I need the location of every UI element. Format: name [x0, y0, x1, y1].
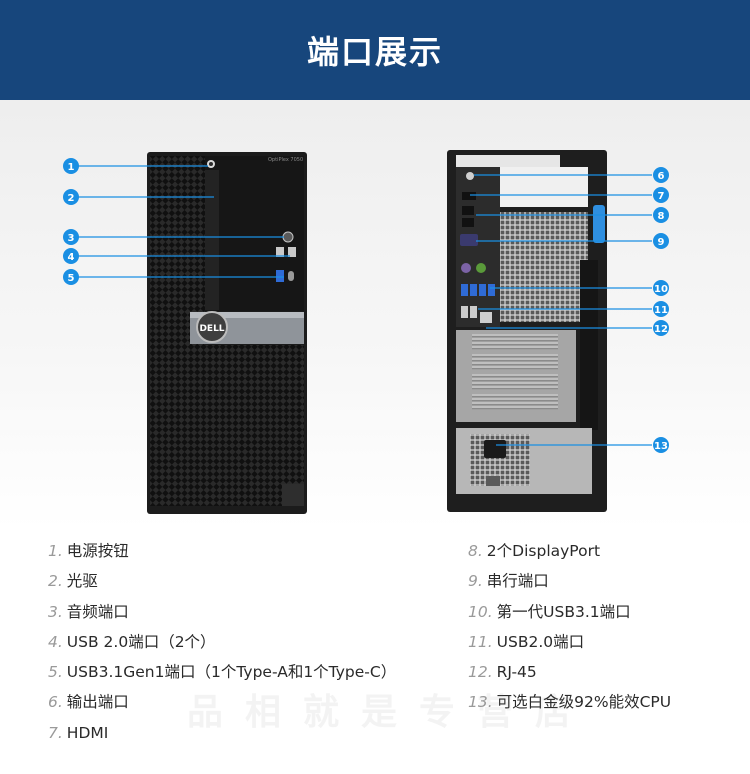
- svg-text:1: 1: [68, 162, 75, 173]
- callout-9: 9: [653, 233, 669, 249]
- callout-6: 6: [653, 167, 669, 183]
- list-item: 6.输出端口: [48, 693, 129, 712]
- optical-drive-bay: [205, 170, 219, 310]
- slot-cover: [472, 374, 558, 390]
- callout-12: 12: [653, 320, 669, 336]
- list-item: 13.可选白金级92%能效CPU: [468, 693, 672, 712]
- slot-cover: [472, 394, 558, 410]
- port-spec-list-right: 8.2个DisplayPort 9.串行端口 10.第一代USB3.1端口 11…: [468, 536, 671, 718]
- rear-tower: [447, 150, 607, 512]
- svg-text:9: 9: [658, 237, 665, 248]
- usb3-typea-port-icon: [276, 270, 284, 282]
- port-spec-list-left: 1.电源按钮 2.光驱 3.音频端口 4.USB 2.0端口（2个） 5.USB…: [48, 536, 396, 748]
- front-tower: DELL OptiPlex 7050: [147, 152, 307, 514]
- dell-logo-icon: [196, 311, 228, 343]
- usb3-port-icon: [470, 284, 477, 296]
- front-mesh-bottom: [150, 345, 304, 506]
- list-item: 3.音频端口: [48, 602, 129, 621]
- release-latch: [593, 205, 605, 243]
- list-item: 9.串行端口: [468, 572, 549, 591]
- usb3-port-icon: [488, 284, 495, 296]
- line-out-jack-icon: [466, 172, 474, 180]
- svg-text:5: 5: [68, 273, 75, 284]
- front-foot: [282, 484, 304, 506]
- usb2-port-icon: [288, 247, 296, 257]
- callouts: 1 2 3 4 5 6 7 8 9 10 11 12 13: [63, 158, 669, 453]
- svg-text:11: 11: [654, 305, 668, 316]
- product-figure-area: [0, 100, 750, 530]
- callout-7: 7: [653, 187, 669, 203]
- port-diagram: DELL OptiPlex 7050: [63, 150, 669, 514]
- usb3-port-icon: [461, 284, 468, 296]
- serial-port-icon: [460, 234, 478, 246]
- callout-4: 4: [63, 248, 79, 264]
- rj45-port-icon: [480, 312, 492, 323]
- callout-2: 2: [63, 189, 79, 205]
- slot-cover: [472, 334, 558, 350]
- list-item: 4.USB 2.0端口（2个）: [48, 632, 216, 651]
- brand-logo-text: DELL: [199, 324, 224, 334]
- svg-text:4: 4: [68, 252, 75, 263]
- svg-text:12: 12: [654, 324, 668, 335]
- callout-8: 8: [653, 207, 669, 223]
- svg-text:8: 8: [658, 211, 665, 222]
- slot-cover: [472, 354, 558, 370]
- usb-typec-port-icon: [288, 271, 294, 281]
- svg-text:10: 10: [654, 284, 668, 295]
- io-panel: [456, 167, 500, 327]
- list-item: 11.USB2.0端口: [468, 632, 585, 651]
- list-item: 2.光驱: [48, 572, 98, 591]
- rear-fan-grill: [500, 212, 588, 322]
- callout-13: 13: [653, 437, 669, 453]
- svg-text:7: 7: [658, 191, 665, 202]
- callout-1: 1: [63, 158, 79, 174]
- list-item: 8.2个DisplayPort: [468, 542, 601, 560]
- list-item: 10.第一代USB3.1端口: [468, 602, 631, 621]
- usb2-port-icon: [470, 306, 477, 318]
- model-label: OptiPlex 7050: [268, 157, 303, 163]
- displayport-icon: [462, 206, 474, 215]
- callout-10: 10: [653, 280, 669, 296]
- list-item: 1.电源按钮: [48, 542, 129, 560]
- page-title: 端口展示: [306, 33, 443, 71]
- callout-5: 5: [63, 269, 79, 285]
- ps2-keyboard-icon: [476, 263, 486, 273]
- audio-jack-icon: [282, 231, 294, 243]
- svg-text:6: 6: [658, 171, 665, 182]
- top-cover-latch: [500, 167, 588, 207]
- svg-text:3: 3: [68, 233, 75, 244]
- page-banner: 端口展示: [0, 0, 750, 100]
- callout-lines: [78, 165, 652, 446]
- callout-11: 11: [653, 301, 669, 317]
- displayport-icon: [462, 218, 474, 227]
- usb2-port-icon: [276, 247, 284, 257]
- usb2-port-icon: [461, 306, 468, 318]
- usb3-port-icon: [479, 284, 486, 296]
- list-item: 12.RJ-45: [468, 663, 537, 682]
- list-item: 5.USB3.1Gen1端口（1个Type-A和1个Type-C）: [48, 663, 397, 682]
- ps2-mouse-icon: [461, 263, 471, 273]
- list-item: 7.HDMI: [48, 723, 109, 742]
- hdmi-port-icon: [462, 192, 476, 200]
- svg-text:2: 2: [68, 193, 75, 204]
- callout-3: 3: [63, 229, 79, 245]
- power-socket-icon: [484, 440, 506, 458]
- svg-text:13: 13: [654, 441, 668, 452]
